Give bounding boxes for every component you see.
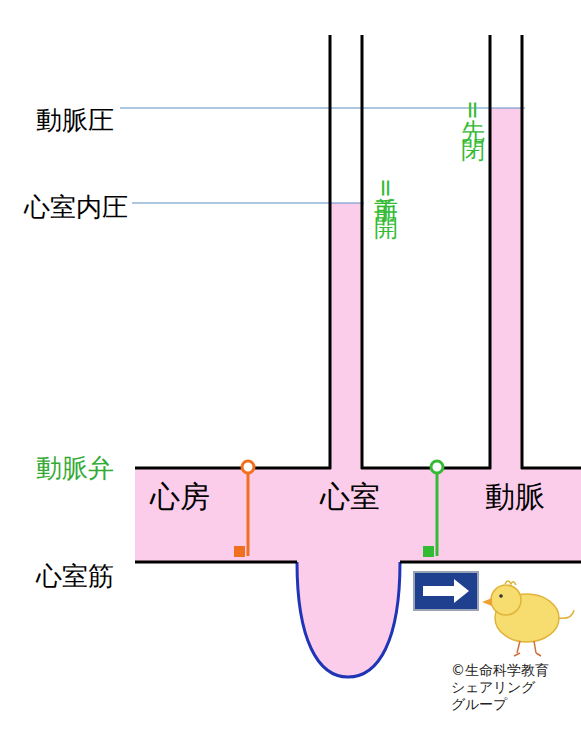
valve-hinge [431,461,443,473]
chamber-label: 心室 [320,480,380,513]
valve-state-note: 先=閉 [460,100,486,120]
chick-tail [558,610,574,618]
valve-label: 動脈弁 [36,454,114,483]
tube-wall [135,467,581,470]
chamber-label: 心房 [150,480,210,513]
chick-doodle [482,581,574,656]
pressure-label: 心室内圧 [24,193,128,222]
blood-channel [135,468,581,562]
valve-hinge [242,461,254,473]
chick-eye [499,594,503,598]
copyright-note: ©生命科学教育 シェアリング グループ [451,662,569,712]
chick-head [491,585,521,615]
ventricle-pressure-column [330,203,362,469]
tube-wall [489,35,492,469]
valve-stop [423,546,434,557]
tube-wall [521,35,524,469]
muscle-label: 心室筋 [36,562,114,591]
one-way-sign [414,572,478,610]
tube-walls [135,35,581,562]
valve-flap [436,473,439,556]
chamber-label: 動脈 [485,480,545,513]
artery-pressure-column [490,108,522,469]
direction-arrow [423,579,469,603]
ventricle-muscle [297,562,400,677]
tube-wall [361,35,364,469]
chick-legs [514,641,541,656]
tube-wall [329,35,332,469]
valve-state-note: 手前=開 [373,178,399,198]
chick-crest [505,581,516,585]
valve-stop [234,546,245,557]
ventricle-bulge-fill [297,560,400,677]
pressure-label: 動脈圧 [36,106,114,135]
chick-beak [482,598,492,606]
tube-wall [135,561,581,564]
valve-flap [247,473,250,556]
